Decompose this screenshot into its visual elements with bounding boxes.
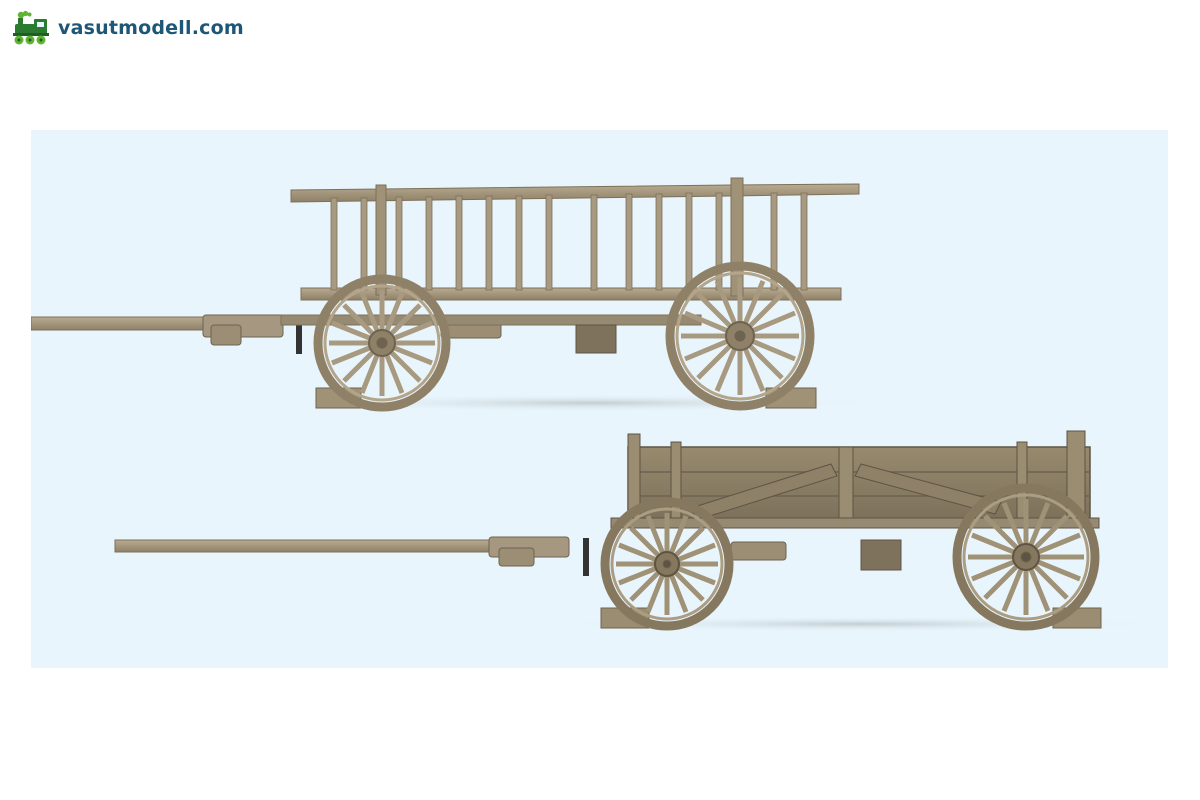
wagons-illustration [31, 177, 1168, 632]
ladder-hay-wagon [31, 177, 891, 412]
brand-logo[interactable]: vasutmodell.com [12, 10, 244, 46]
brand-name: vasutmodell.com [58, 17, 244, 39]
locomotive-icon [13, 10, 49, 45]
product-photo [31, 130, 1168, 668]
box-farm-wagon [114, 430, 1168, 632]
